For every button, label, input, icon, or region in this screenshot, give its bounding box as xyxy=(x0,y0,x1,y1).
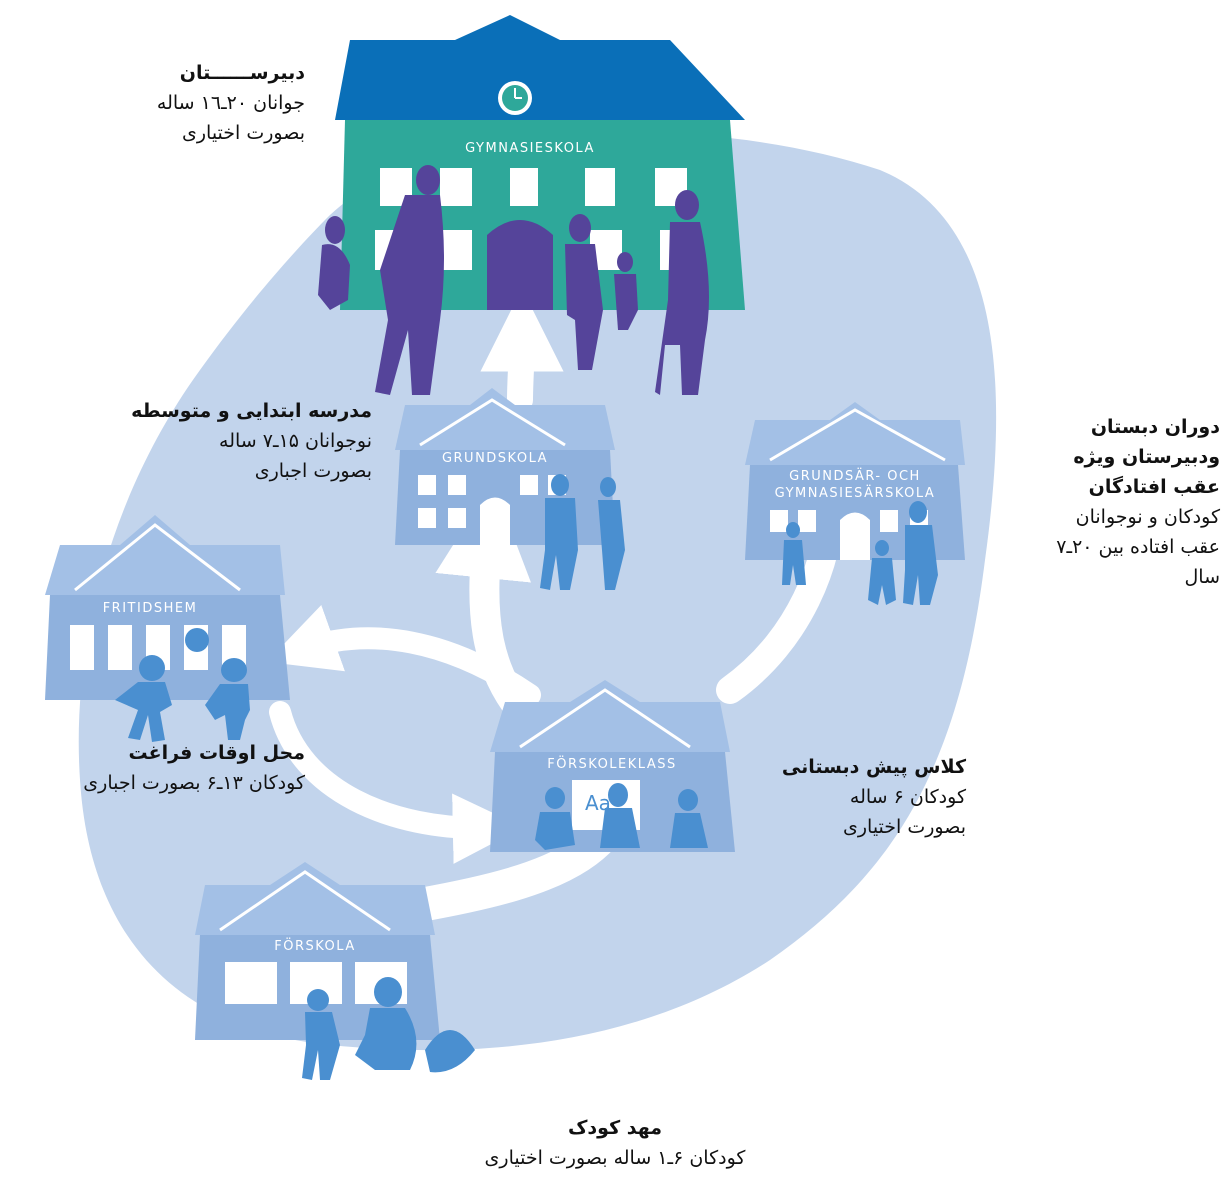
gymnasium-mode: بصورت اختیاری xyxy=(181,122,305,144)
fritidshem-line: کودکان ۱۳ـ۶ بصورت اجباری xyxy=(83,772,305,794)
label-grundsar: دوران دبستان ودبیرستان ویژه عقب افتادگان… xyxy=(990,412,1220,592)
forskola-building: FÖRSKOLA xyxy=(195,862,475,1080)
grundsar-sign-line2: GYMNASIESÄRSKOLA xyxy=(775,485,936,501)
people-forskoleklass xyxy=(535,783,708,850)
people-forskola xyxy=(302,977,475,1080)
background-blob xyxy=(78,132,997,1051)
fritidshem-sign: FRITIDSHEM xyxy=(103,601,198,616)
grundskola-title: مدرسه ابتدایی و متوسطه xyxy=(131,400,372,422)
grundskola-ages: نوجوانان ۱۵ـ۷ ساله xyxy=(219,430,372,452)
gymnasieskola-building: GYMNASIESKOLA xyxy=(318,15,745,395)
fritidshem-title: محل اوقات فراغت xyxy=(128,742,305,764)
arrow-to-fritidshem xyxy=(266,605,541,706)
gymnasium-ages: جوانان ۲۰ـ۱٦ ساله xyxy=(156,92,305,114)
grundsar-line-3: سال xyxy=(1184,566,1220,588)
forskoleklass-building: FÖRSKOLEKLASS Aa xyxy=(490,680,735,852)
forskoleklass-sign: FÖRSKOLEKLASS xyxy=(547,755,676,772)
grundsar-title-3: عقب افتادگان xyxy=(1088,476,1220,498)
grundsar-title-2: ودبیرستان ویژه xyxy=(1073,446,1220,468)
label-grundskola: مدرسه ابتدایی و متوسطه نوجوانان ۱۵ـ۷ سال… xyxy=(60,396,372,486)
grundskola-sign: GRUNDSKOLA xyxy=(442,451,548,466)
grundsar-line-2: عقب افتاده بین ۲۰ـ۷ xyxy=(1056,536,1220,558)
grundsar-title-1: دوران دبستان xyxy=(1090,416,1220,438)
forskoleklass-mode: بصورت اختیاری xyxy=(842,816,966,838)
forskoleklass-ages: کودکان ۶ ساله xyxy=(849,786,966,808)
forskola-sign: FÖRSKOLA xyxy=(274,937,355,954)
gymnasium-title: دبیرســــــتان xyxy=(179,62,305,84)
forskola-title: مهد کودک xyxy=(567,1117,663,1139)
forskoleklass-title: کلاس پیش دبستانی xyxy=(781,756,966,778)
grundsar-line-1: کودکان و نوجوانان xyxy=(1075,506,1220,528)
arrow-fritidshem-forskoleklass xyxy=(269,701,524,864)
people-grundsar xyxy=(782,501,938,605)
people-grundskola xyxy=(540,474,625,590)
arrow-grundskola-to-gymnasium xyxy=(480,288,564,413)
label-forskoleklass: کلاس پیش دبستانی کودکان ۶ ساله بصورت اخت… xyxy=(730,752,966,842)
people-gymnasium xyxy=(318,165,709,395)
forskola-line: کودکان ۶ـ۱ ساله بصورت اختیاری xyxy=(484,1147,746,1169)
label-forskola: مهد کودک کودکان ۶ـ۱ ساله بصورت اختیاری xyxy=(400,1113,830,1173)
grundsarskola-building: GRUNDSÄR- OCH GYMNASIESÄRSKOLA xyxy=(745,402,965,605)
grundsar-sign-line1: GRUNDSÄR- OCH xyxy=(789,468,921,484)
grundskola-mode: بصورت اجباری xyxy=(254,460,372,482)
fritidshem-building: FRITIDSHEM xyxy=(45,515,290,742)
grundskola-building: GRUNDSKOLA xyxy=(395,388,625,590)
label-fritidshem: محل اوقات فراغت کودکان ۱۳ـ۶ بصورت اجباری xyxy=(0,738,305,798)
gymnasieskola-sign: GYMNASIESKOLA xyxy=(465,141,595,156)
label-gymnasium: دبیرســــــتان جوانان ۲۰ـ۱٦ ساله بصورت ا… xyxy=(80,58,305,148)
people-fritidshem xyxy=(115,655,250,742)
